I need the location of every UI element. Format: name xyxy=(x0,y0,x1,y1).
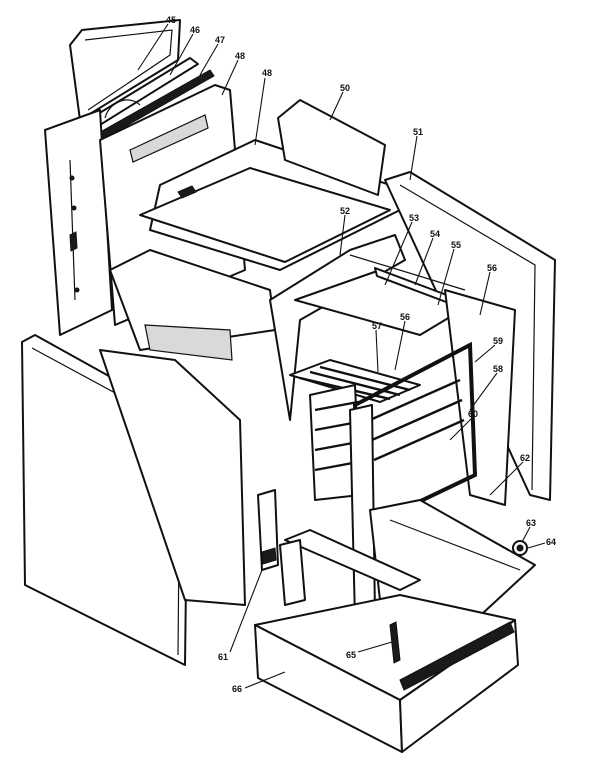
callout-58: 58 xyxy=(493,364,503,374)
callout-54: 54 xyxy=(430,229,440,239)
callout-48-lower: 48 xyxy=(262,68,272,78)
callout-56-lower: 56 xyxy=(400,312,410,322)
callout-53: 53 xyxy=(409,213,419,223)
callout-48-upper: 48 xyxy=(235,51,245,61)
callout-60: 60 xyxy=(468,409,478,419)
part-56-liner-panel xyxy=(444,289,516,506)
callout-52: 52 xyxy=(340,206,350,216)
callout-55: 55 xyxy=(451,240,461,250)
part-48-back-panel xyxy=(44,109,113,336)
callout-66: 66 xyxy=(232,684,242,694)
oven-body-frame xyxy=(109,234,406,421)
callout-47: 47 xyxy=(215,35,225,45)
callout-64: 64 xyxy=(546,537,556,547)
part-broiler-pan xyxy=(369,499,536,626)
callout-65: 65 xyxy=(346,650,356,660)
part-65-spring xyxy=(389,621,401,664)
callout-56-upper: 56 xyxy=(487,263,497,273)
part-50-top-splash xyxy=(277,99,386,196)
callout-59: 59 xyxy=(493,336,503,346)
part-bottom-frame xyxy=(279,529,421,606)
callout-50: 50 xyxy=(340,83,350,93)
callout-61: 61 xyxy=(218,652,228,662)
part-left-inner-panel xyxy=(99,349,246,606)
part-66-storage-drawer xyxy=(254,594,519,753)
callout-labels: 45 46 47 48 48 50 51 52 53 54 55 56 57 5… xyxy=(166,15,556,694)
part-45-back-guard xyxy=(69,19,181,121)
callout-leaders xyxy=(137,23,546,689)
callout-46: 46 xyxy=(190,25,200,35)
callout-62: 62 xyxy=(520,453,530,463)
callout-57: 57 xyxy=(372,321,382,331)
callout-63: 63 xyxy=(526,518,536,528)
part-61-hinge-bracket xyxy=(257,489,279,571)
callout-51: 51 xyxy=(413,127,423,137)
part-63-knob xyxy=(512,540,528,556)
callout-45: 45 xyxy=(166,15,176,25)
